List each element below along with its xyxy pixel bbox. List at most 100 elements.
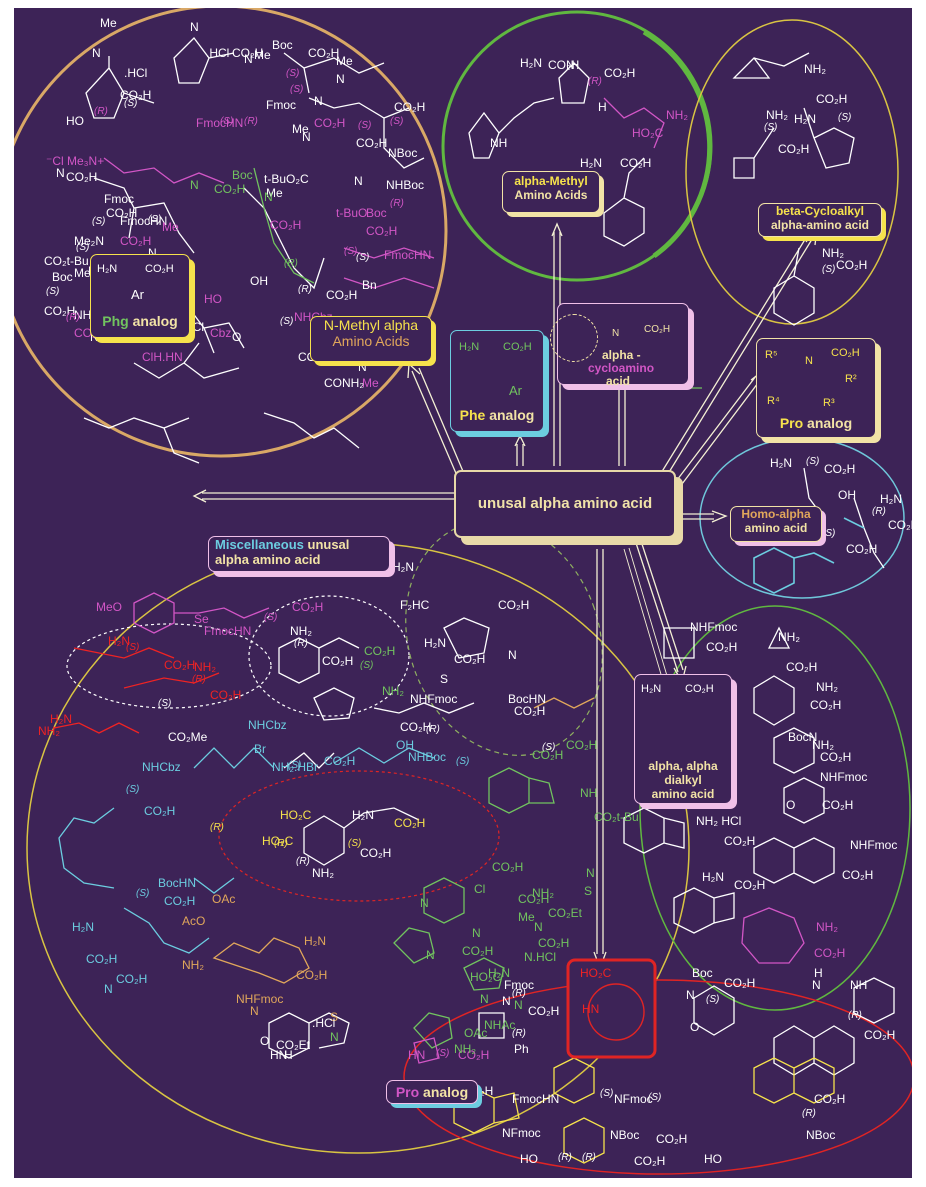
pro-top-label-part2: analog: [807, 415, 853, 431]
structure-label-nmethyl: HO: [66, 114, 84, 128]
structure-label-probottom: CO₂H: [724, 976, 756, 990]
dialkyl-box: H₂N CO₂H alpha, alpha dialkyl amino acid: [634, 674, 732, 804]
structure-label-betacyclo: NH₂: [822, 246, 844, 260]
phe-label-part1: Phe: [459, 407, 486, 423]
structure-label-homo: (S): [822, 528, 836, 539]
structure-label-dialkylring: NH₂: [816, 680, 838, 694]
structure-label-nmethyl: N: [56, 166, 65, 180]
phg-analog-box: H₂N CO₂H Ar Phg analog: [90, 254, 190, 338]
structure-label-probottom: NBoc: [610, 1128, 640, 1142]
alkyne-dashed-ellipse: [66, 623, 272, 709]
structure-label-misc: NH₂.HBr: [272, 760, 318, 774]
structure-label-probottom: (S): [436, 1048, 450, 1059]
structure-label-probottom: HO: [520, 1152, 538, 1166]
structure-label-probottom: (R): [802, 1108, 816, 1119]
structure-drawing: [14, 8, 912, 1175]
structure-label-misc: N: [586, 866, 595, 880]
structure-label-probottom: Fmoc: [504, 978, 534, 992]
structure-label-misc: CO₂H: [518, 892, 550, 906]
structure-label-misc: (S): [542, 742, 556, 753]
structure-label-nmethyl: N: [148, 246, 157, 260]
structure-label-misc: NH₂: [312, 866, 334, 880]
structure-label-alphamethyl: H: [598, 100, 607, 114]
cycloamino-line2: cycloamino: [588, 361, 655, 375]
structure-label-misc: H₂N: [392, 560, 414, 574]
phg-co2h: CO₂H: [145, 263, 174, 275]
pro-n: N: [805, 355, 813, 367]
misc-label-part2: unusal: [307, 537, 350, 552]
structure-label-misc: N: [330, 1030, 339, 1044]
beta-cycloalkyl-box: beta-Cycloalkyl alpha-amino acid: [758, 203, 882, 237]
structure-label-alphamethyl: H₂N: [520, 56, 542, 70]
structure-label-probottom: H: [814, 966, 823, 980]
structure-label-homo: CO₂H: [888, 518, 912, 532]
n-methyl-box: N-Methyl alpha Amino Acids: [310, 316, 432, 362]
structure-label-nmethyl: N: [336, 72, 345, 86]
alpha-methyl-skeletons: [468, 62, 645, 247]
structure-label-misc: H₂N: [304, 934, 326, 948]
structure-label-probottom: (R): [512, 1028, 526, 1039]
structure-label-nmethyl: Me: [100, 16, 117, 30]
structure-label-betacyclo: NH₂: [804, 62, 826, 76]
structure-label-misc: (R): [426, 724, 440, 735]
structure-label-homo: CO₂H: [824, 462, 856, 476]
structure-label-probottom: (R): [582, 1152, 596, 1163]
structure-label-nmethyl: Boc: [52, 270, 73, 284]
structure-label-nmethyl: Me₂N: [74, 234, 104, 248]
structure-label-misc: H₂N: [50, 712, 72, 726]
structure-label-misc: (S): [456, 756, 470, 767]
structure-label-dialkylring: NHFmoc: [820, 770, 868, 784]
structure-label-nmethyl: (R): [66, 312, 80, 323]
structure-label-nmethyl: CO₂H: [106, 206, 138, 220]
structure-label-nmethyl: (R): [94, 106, 108, 117]
structure-label-misc: (S): [288, 760, 302, 771]
homo-line1: Homo-alpha: [741, 507, 811, 521]
structure-label-homo: H₂N: [770, 456, 792, 470]
structure-label-dialkylring: O: [786, 798, 796, 812]
structure-label-dialkylring: BocN: [788, 730, 818, 744]
structure-label-misc: OAc: [464, 1026, 488, 1040]
structure-label-misc: NHAc: [484, 1018, 516, 1032]
pro-top-label: Pro analog: [757, 415, 875, 431]
dialkyl-h2n: H₂N: [641, 683, 662, 695]
pro-bottom-red-box: [566, 958, 657, 1059]
structure-label-probottom: HN: [408, 1048, 426, 1062]
alpha-methyl-line1: alpha-Methyl: [514, 174, 588, 188]
cycloamino-n: N: [612, 328, 620, 339]
structure-label-dialkylring: CO₂H: [786, 660, 818, 674]
homo-box: Homo-alpha amino acid: [730, 506, 822, 542]
misc-line1: Miscellaneous unusal: [215, 537, 389, 552]
structure-label-probottom: (R): [558, 1152, 572, 1163]
structure-label-dialkylring: CO₂H: [822, 798, 854, 812]
structure-label-misc: HN: [270, 1048, 288, 1062]
structure-label-nmethyl: Me: [336, 54, 353, 68]
structure-label-betacyclo: (S): [838, 112, 852, 123]
structure-label-nmethyl: CO₂H: [366, 224, 398, 238]
structure-label-alphamethyl: CO₂H: [620, 156, 652, 170]
structure-label-alphamethyl: HO₂C: [632, 126, 664, 140]
structure-label-probottom: CO₂H: [528, 1004, 560, 1018]
structure-label-alphamethyl: NH₂: [666, 108, 688, 122]
structure-label-nmethyl: CO₂H: [214, 182, 246, 196]
structure-label-misc: Br: [254, 742, 266, 756]
structure-label-probottom: (S): [600, 1088, 614, 1099]
alpha-methyl-box: alpha-Methyl Amino Acids: [502, 171, 600, 213]
structure-label-probottom: HO₂C: [580, 966, 612, 980]
structure-label-probottom: N: [812, 978, 821, 992]
structure-label-probottom: (R): [848, 1010, 862, 1021]
structure-label-dialkylring: H₂N: [702, 870, 724, 884]
cycloalkyl-glycine-dashed-ellipse: [248, 595, 410, 717]
structure-label-nmethyl: Me: [254, 48, 271, 62]
structure-label-misc: H₂N: [488, 966, 510, 980]
misc-label-part1: Miscellaneous: [215, 537, 304, 552]
beta-cycloalkyl-line2: alpha-amino acid: [770, 218, 870, 232]
center-box: unusal alpha amino acid: [454, 470, 676, 538]
phg-ar: Ar: [131, 287, 144, 302]
misc-magenta-skeletons: [133, 592, 270, 634]
structure-label-dialkylring: CO₂H: [706, 640, 738, 654]
structure-label-nmethyl: Me: [292, 122, 309, 136]
structure-label-probottom: (S): [706, 994, 720, 1005]
structure-label-misc: NH₂: [182, 958, 204, 972]
structure-label-nmethyl: CO₂H: [356, 136, 388, 150]
